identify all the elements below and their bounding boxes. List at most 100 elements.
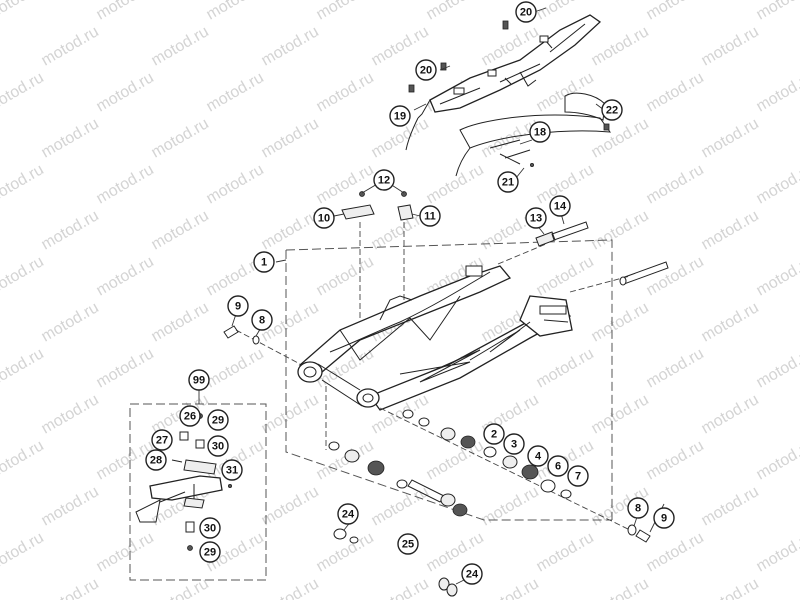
- callout-number: 9: [661, 513, 667, 525]
- callout-number: 24: [466, 569, 479, 581]
- watermark-text: motod.ru: [644, 345, 707, 391]
- watermark-text: motod.ru: [589, 299, 652, 345]
- watermark-text: motod.ru: [94, 253, 157, 299]
- callout-number: 26: [184, 411, 196, 423]
- callout-number: 29: [212, 415, 224, 427]
- callout-number: 19: [394, 111, 406, 123]
- watermark-text: motod.ru: [94, 161, 157, 207]
- watermark-text: motod.ru: [534, 253, 597, 299]
- callout-number: 3: [511, 439, 517, 451]
- watermark-text: motod.ru: [589, 115, 652, 161]
- watermark-text: motod.ru: [94, 529, 157, 575]
- callout-number: 2: [491, 429, 497, 441]
- watermark-text: motod.ru: [149, 23, 212, 69]
- callout-13: 13: [526, 208, 546, 228]
- callout-number: 28: [150, 455, 162, 467]
- watermark-text: motod.ru: [39, 115, 102, 161]
- callout-number: 1: [261, 257, 267, 269]
- callout-28: 28: [146, 450, 166, 470]
- callout-7: 7: [568, 466, 588, 486]
- watermark-text: motod.ru: [314, 161, 377, 207]
- watermark-text: motod.ru: [0, 69, 47, 115]
- watermark-text: motod.ru: [699, 391, 762, 437]
- callout-30: 30: [200, 518, 220, 538]
- watermark-text: motod.ru: [589, 23, 652, 69]
- callout-29: 29: [208, 410, 228, 430]
- callout-number: 25: [402, 539, 414, 551]
- watermark-text: motod.ru: [534, 345, 597, 391]
- callout-number: 20: [520, 7, 532, 19]
- watermark-text: motod.ru: [204, 161, 267, 207]
- watermark-text: motod.ru: [204, 69, 267, 115]
- callout-number: 24: [342, 509, 355, 521]
- watermark-text: motod.ru: [424, 0, 487, 23]
- watermark-text: motod.ru: [424, 161, 487, 207]
- watermark-text: motod.ru: [644, 529, 707, 575]
- watermark-text: motod.ru: [94, 69, 157, 115]
- callout-number: 20: [420, 65, 432, 77]
- pivot-bolt-right: [628, 525, 650, 542]
- watermark-text: motod.ru: [644, 0, 707, 23]
- watermark-text: motod.ru: [754, 0, 800, 23]
- callout-1: 1: [254, 252, 274, 272]
- callout-number: 22: [606, 105, 618, 117]
- callout-number: 11: [424, 211, 436, 223]
- watermark-text: motod.ru: [314, 0, 377, 23]
- watermark-text: motod.ru: [259, 391, 322, 437]
- callout-2: 2: [484, 424, 504, 444]
- callout-14: 14: [550, 196, 570, 216]
- callout-4: 4: [528, 446, 548, 466]
- watermark-text: motod.ru: [754, 529, 800, 575]
- callout-29: 29: [200, 542, 220, 562]
- callout-number: 7: [575, 471, 581, 483]
- watermark-text: motod.ru: [479, 575, 542, 600]
- watermark-text: motod.ru: [644, 253, 707, 299]
- watermark-text: motod.ru: [149, 575, 212, 600]
- callout-9: 9: [654, 508, 674, 528]
- callout-number: 9: [235, 301, 241, 313]
- watermark-text: motod.ru: [699, 23, 762, 69]
- callout-27: 27: [152, 430, 172, 450]
- watermark-text: motod.ru: [754, 69, 800, 115]
- callout-26: 26: [180, 406, 200, 426]
- watermark-text: motod.ru: [149, 207, 212, 253]
- watermark-text: motod.ru: [39, 575, 102, 600]
- watermark-text: motod.ru: [94, 345, 157, 391]
- watermark-text: motod.ru: [534, 529, 597, 575]
- callout-99: 99: [189, 370, 209, 390]
- watermark-text: motod.ru: [314, 437, 377, 483]
- watermark-text: motod.ru: [644, 69, 707, 115]
- callout-number: 10: [318, 213, 330, 225]
- pivot-bolt-left: [224, 326, 259, 344]
- callout-8: 8: [252, 310, 272, 330]
- watermark-text: motod.ru: [314, 69, 377, 115]
- watermark-text: motod.ru: [259, 575, 322, 600]
- callout-18: 18: [530, 122, 550, 142]
- watermark-text: motod.ru: [0, 0, 47, 23]
- watermark-text: motod.ru: [424, 437, 487, 483]
- callout-8: 8: [628, 498, 648, 518]
- watermark-text: motod.ru: [754, 161, 800, 207]
- callout-number: 13: [530, 213, 542, 225]
- callout-24: 24: [338, 504, 358, 524]
- watermark-text: motod.ru: [314, 253, 377, 299]
- watermark-text: motod.ru: [369, 575, 432, 600]
- callout-number: 4: [535, 451, 542, 463]
- callout-number: 6: [555, 461, 561, 473]
- callout-number: 27: [156, 435, 168, 447]
- callout-12: 12: [374, 170, 394, 190]
- watermark-text: motod.ru: [0, 345, 47, 391]
- watermark-text: motod.ru: [699, 575, 762, 600]
- watermark-text: motod.ru: [754, 253, 800, 299]
- watermark-text: motod.ru: [204, 0, 267, 23]
- watermark-text: motod.ru: [149, 299, 212, 345]
- callout-24: 24: [462, 564, 482, 584]
- watermark-text: motod.ru: [259, 23, 322, 69]
- watermark-text: motod.ru: [754, 437, 800, 483]
- callout-number: 30: [212, 441, 224, 453]
- callout-number: 8: [259, 315, 265, 327]
- watermark-text: motod.ru: [259, 115, 322, 161]
- callout-number: 14: [554, 201, 567, 213]
- watermark-text: motod.ru: [479, 483, 542, 529]
